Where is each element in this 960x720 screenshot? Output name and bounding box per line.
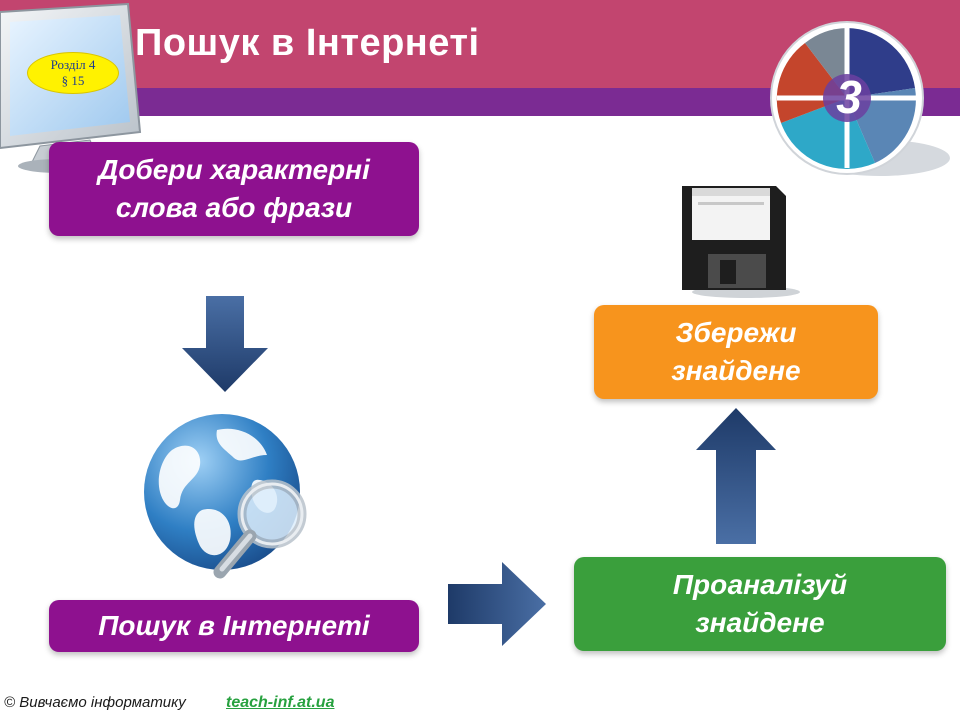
step-analyze-line2: знайдене (695, 607, 825, 638)
step-search-label: Пошук в Інтернеті (98, 610, 370, 641)
globe-search-icon (144, 414, 307, 579)
step-analyze-line1: Проаналізуй (672, 569, 848, 600)
step-save-line1: Збережи (675, 317, 797, 348)
step-choose-keywords: Добери характерні слова або фрази (49, 142, 419, 236)
arrow-up-icon (696, 408, 776, 544)
step-choose-keywords-line1: Добери характерні (98, 154, 370, 185)
step-search: Пошук в Інтернеті (49, 600, 419, 652)
footer-site-link[interactable]: teach-inf.at.ua (226, 694, 335, 711)
section-badge: Розділ 4 § 15 (27, 52, 119, 94)
floppy-disk-icon (682, 186, 800, 298)
paragraph-label: § 15 (61, 73, 85, 88)
step-save: Збережи знайдене (594, 305, 878, 399)
section-label: Розділ 4 (50, 57, 96, 72)
arrow-right-icon (448, 562, 546, 646)
page-title: Пошук в Інтернеті (135, 22, 480, 64)
grade-number: 3 (836, 71, 862, 123)
step-save-line2: знайдене (671, 355, 801, 386)
footer-copyright: © Вивчаємо інформатику (4, 694, 186, 711)
grade-logo-icon (770, 21, 950, 176)
step-analyze: Проаналізуй знайдене (574, 557, 946, 651)
step-choose-keywords-line2: слова або фрази (115, 192, 353, 223)
arrow-down-icon (182, 296, 268, 392)
